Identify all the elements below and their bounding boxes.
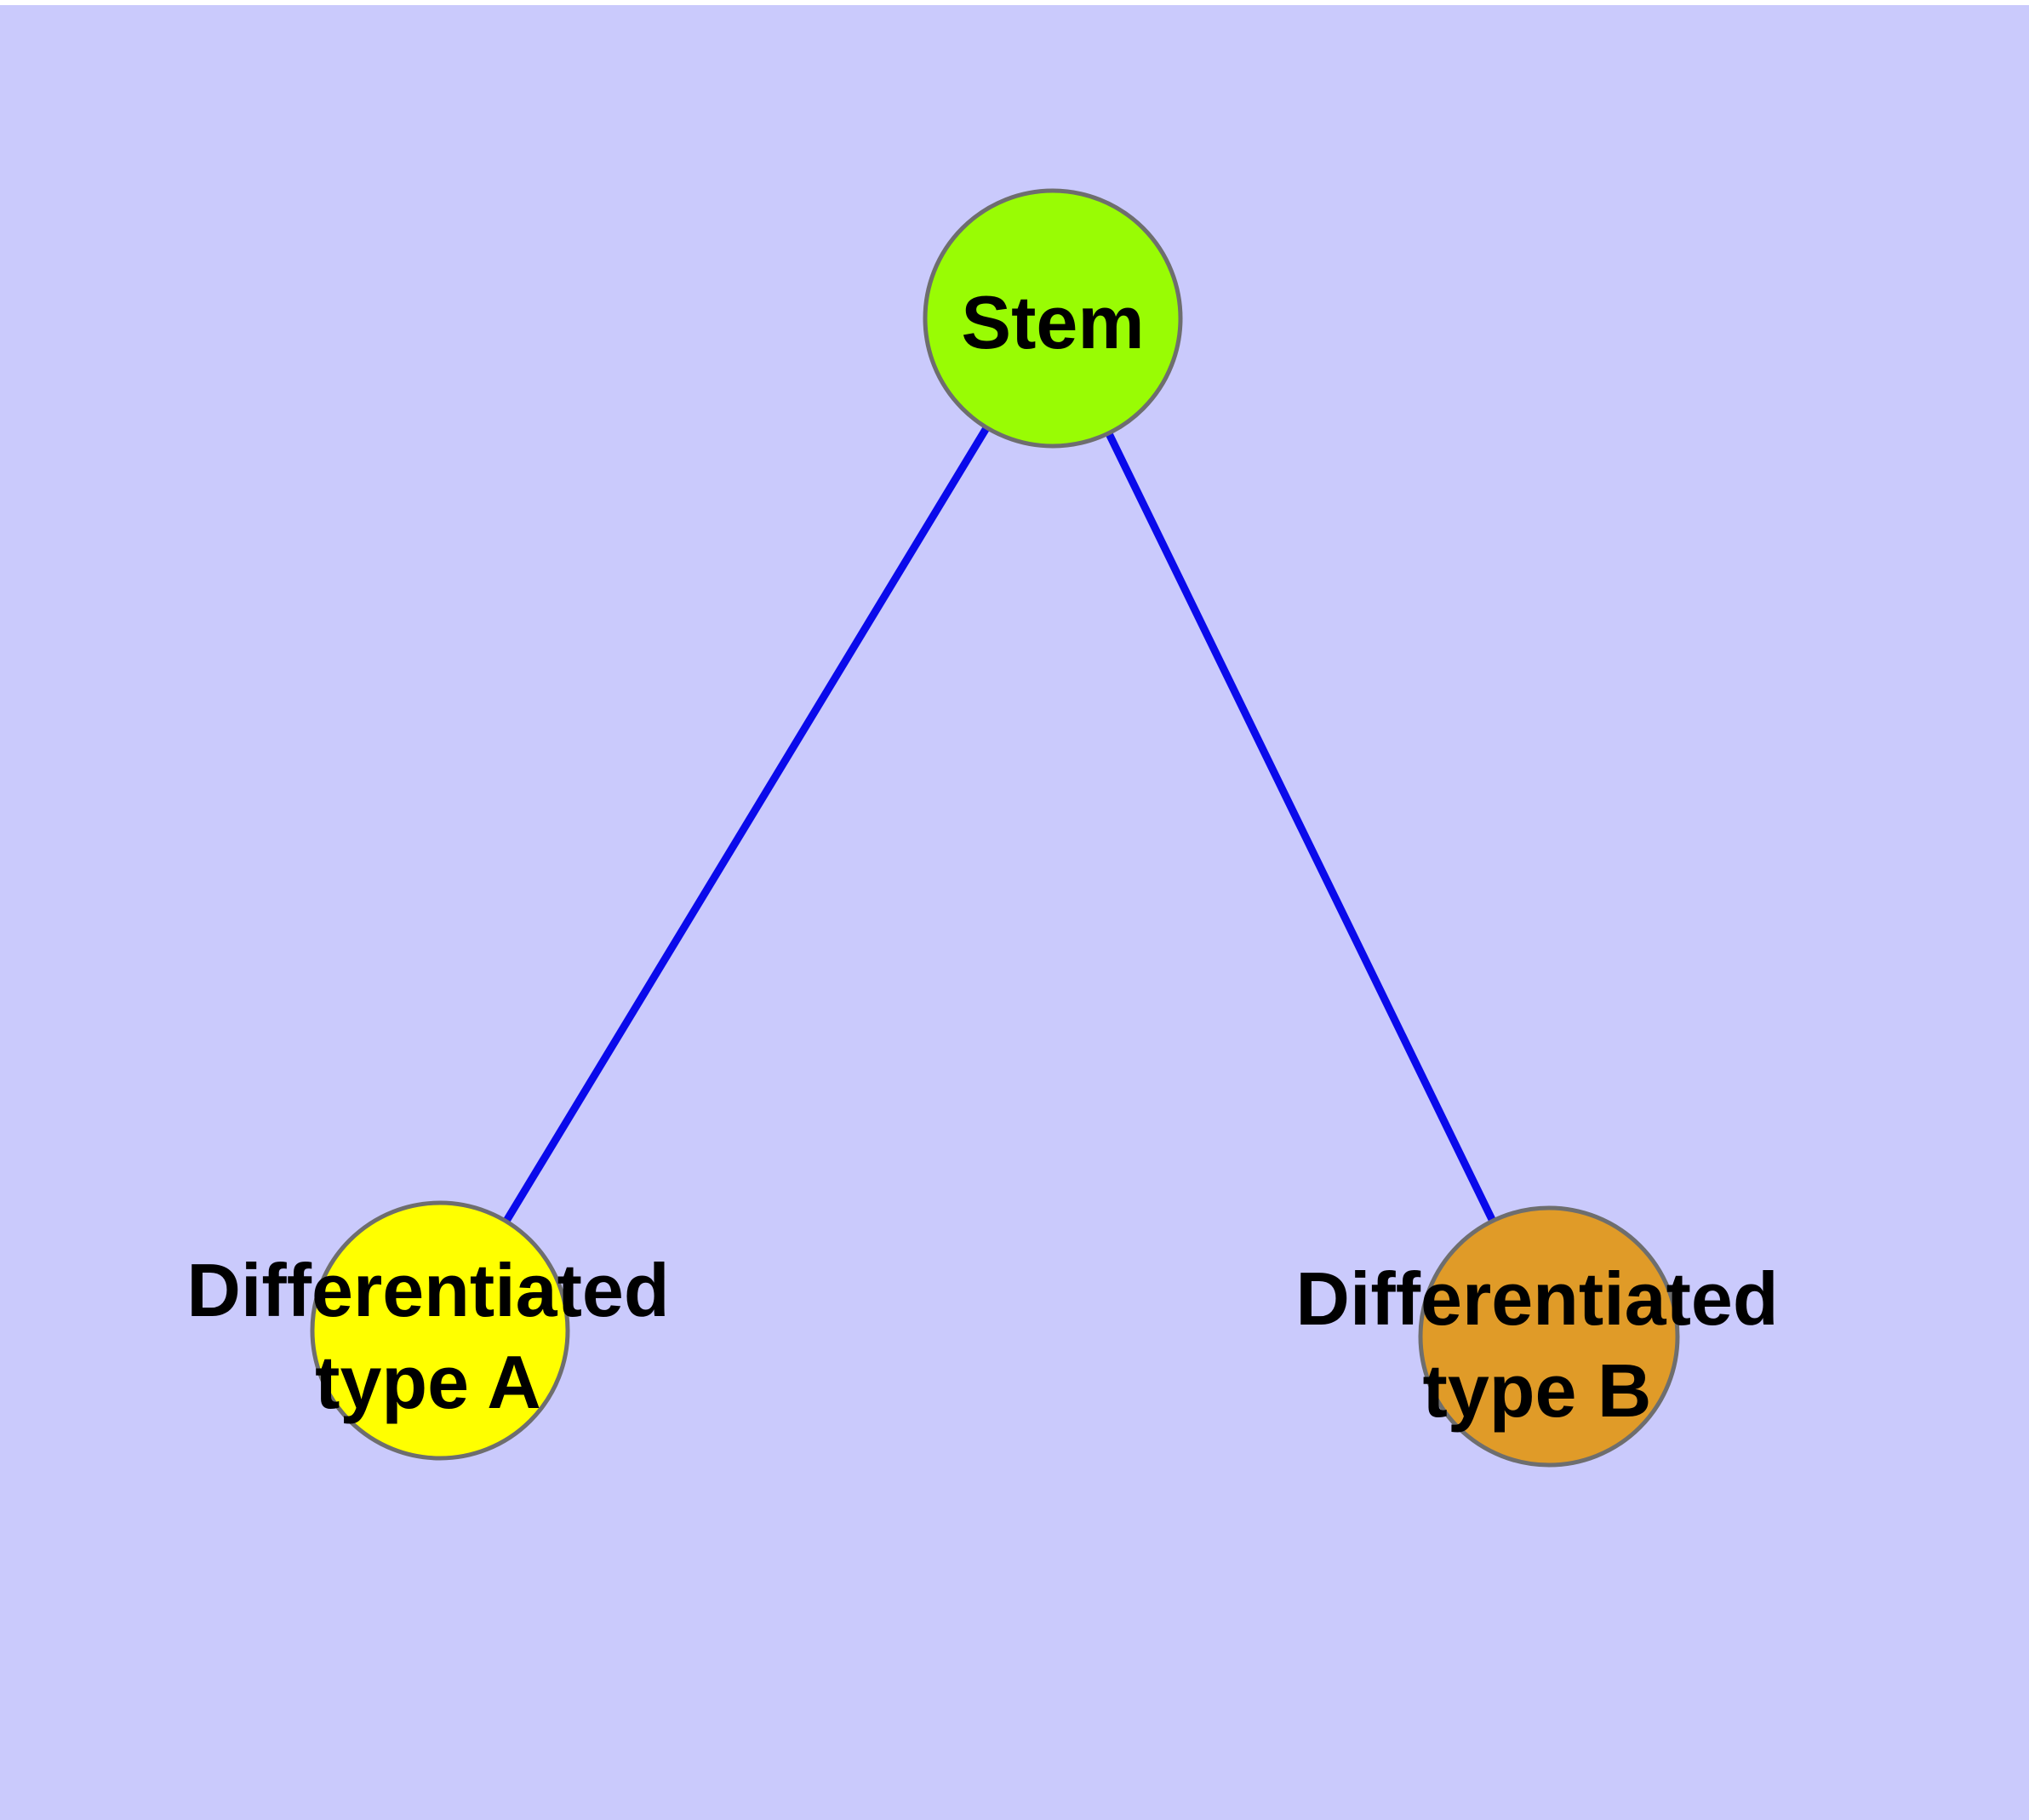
node-stem-label: Stem bbox=[961, 280, 1144, 364]
node-differentiated-type-b-circle bbox=[1418, 1205, 1680, 1468]
node-differentiated-type-a-label-line1: Differentiated bbox=[186, 1248, 669, 1332]
edge-stem-to-type-b bbox=[1049, 317, 1553, 1338]
node-differentiated-type-b: Differentiated type B bbox=[1295, 1205, 1779, 1468]
node-stem-circle bbox=[923, 188, 1183, 449]
node-differentiated-type-b-label-line1: Differentiated bbox=[1295, 1256, 1778, 1341]
edge-stem-to-type-a bbox=[437, 316, 1056, 1333]
node-differentiated-type-a: Differentiated type A bbox=[186, 1200, 670, 1461]
edges bbox=[437, 316, 1553, 1338]
node-differentiated-type-a-circle bbox=[310, 1200, 570, 1461]
node-differentiated-type-b-label-line2: type B bbox=[1423, 1348, 1652, 1433]
node-differentiated-type-a-label-line2: type A bbox=[315, 1340, 541, 1424]
node-stem: Stem bbox=[923, 188, 1183, 449]
